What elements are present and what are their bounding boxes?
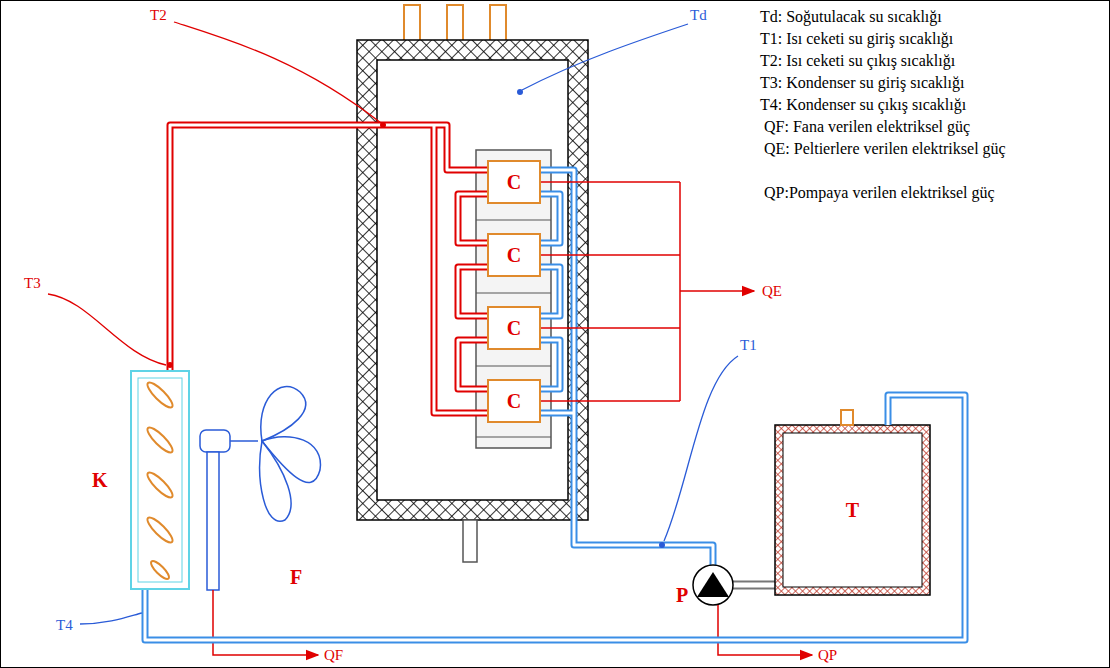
power-label: QE bbox=[762, 280, 782, 302]
module-label: C bbox=[507, 391, 521, 411]
sensor-label: T1 bbox=[740, 334, 757, 356]
sensor-label: T3 bbox=[24, 272, 41, 294]
legend-line: T2: Isı ceketi su çıkış sıcaklığı bbox=[760, 50, 955, 72]
module-label: C bbox=[507, 172, 521, 192]
legend-line: T1: Isı ceketi su giriş sıcaklığı bbox=[760, 28, 953, 50]
sensor-leaders bbox=[48, 22, 738, 624]
insulated-vessel bbox=[357, 5, 588, 562]
hot-pipe bbox=[170, 125, 487, 413]
legend-line: QF: Fana verilen elektriksel güç bbox=[764, 116, 970, 138]
legend-line: T4: Kondenser su çıkış sıcaklığı bbox=[760, 94, 966, 116]
cold-pipe bbox=[541, 170, 713, 566]
part-name: F bbox=[290, 566, 302, 588]
peltier-wires bbox=[541, 182, 754, 401]
peltier-module: C bbox=[487, 233, 541, 277]
legend-line: T3: Kondenser su giriş sıcaklığı bbox=[760, 72, 964, 94]
return-pipe bbox=[145, 395, 965, 640]
pipe-bore bbox=[145, 395, 965, 640]
sensor-dots bbox=[142, 89, 665, 615]
sensor-label: Td bbox=[690, 4, 707, 26]
pump bbox=[693, 565, 776, 605]
part-name: T bbox=[846, 500, 859, 520]
fan-power-wire bbox=[213, 590, 318, 655]
part-name: K bbox=[92, 470, 108, 490]
fan bbox=[200, 387, 320, 590]
sensor-label: T4 bbox=[56, 614, 73, 636]
module-label: C bbox=[507, 318, 521, 338]
peltier-module: C bbox=[487, 306, 541, 350]
power-label: QP bbox=[818, 644, 837, 666]
tank: T bbox=[775, 425, 930, 595]
pipe-outline bbox=[145, 395, 965, 640]
power-label: QF bbox=[324, 644, 343, 666]
condenser: K bbox=[130, 370, 190, 590]
legend-line: QP:Pompaya verilen elektriksel güç bbox=[764, 182, 996, 204]
peltier-holder bbox=[476, 150, 551, 448]
peltier-module: C bbox=[487, 379, 541, 423]
legend-line: QE: Peltierlere verilen elektriksel güç bbox=[764, 138, 1014, 160]
legend-line: Td: Soğutulacak su sıcaklığı bbox=[760, 6, 942, 28]
peltier-module: C bbox=[487, 160, 541, 204]
condenser-coil bbox=[138, 378, 182, 582]
sensor-label: T2 bbox=[150, 4, 167, 26]
pump-power-wire bbox=[718, 605, 812, 655]
part-name: P bbox=[676, 584, 688, 606]
module-label: C bbox=[507, 245, 521, 265]
water-tank bbox=[775, 410, 930, 595]
